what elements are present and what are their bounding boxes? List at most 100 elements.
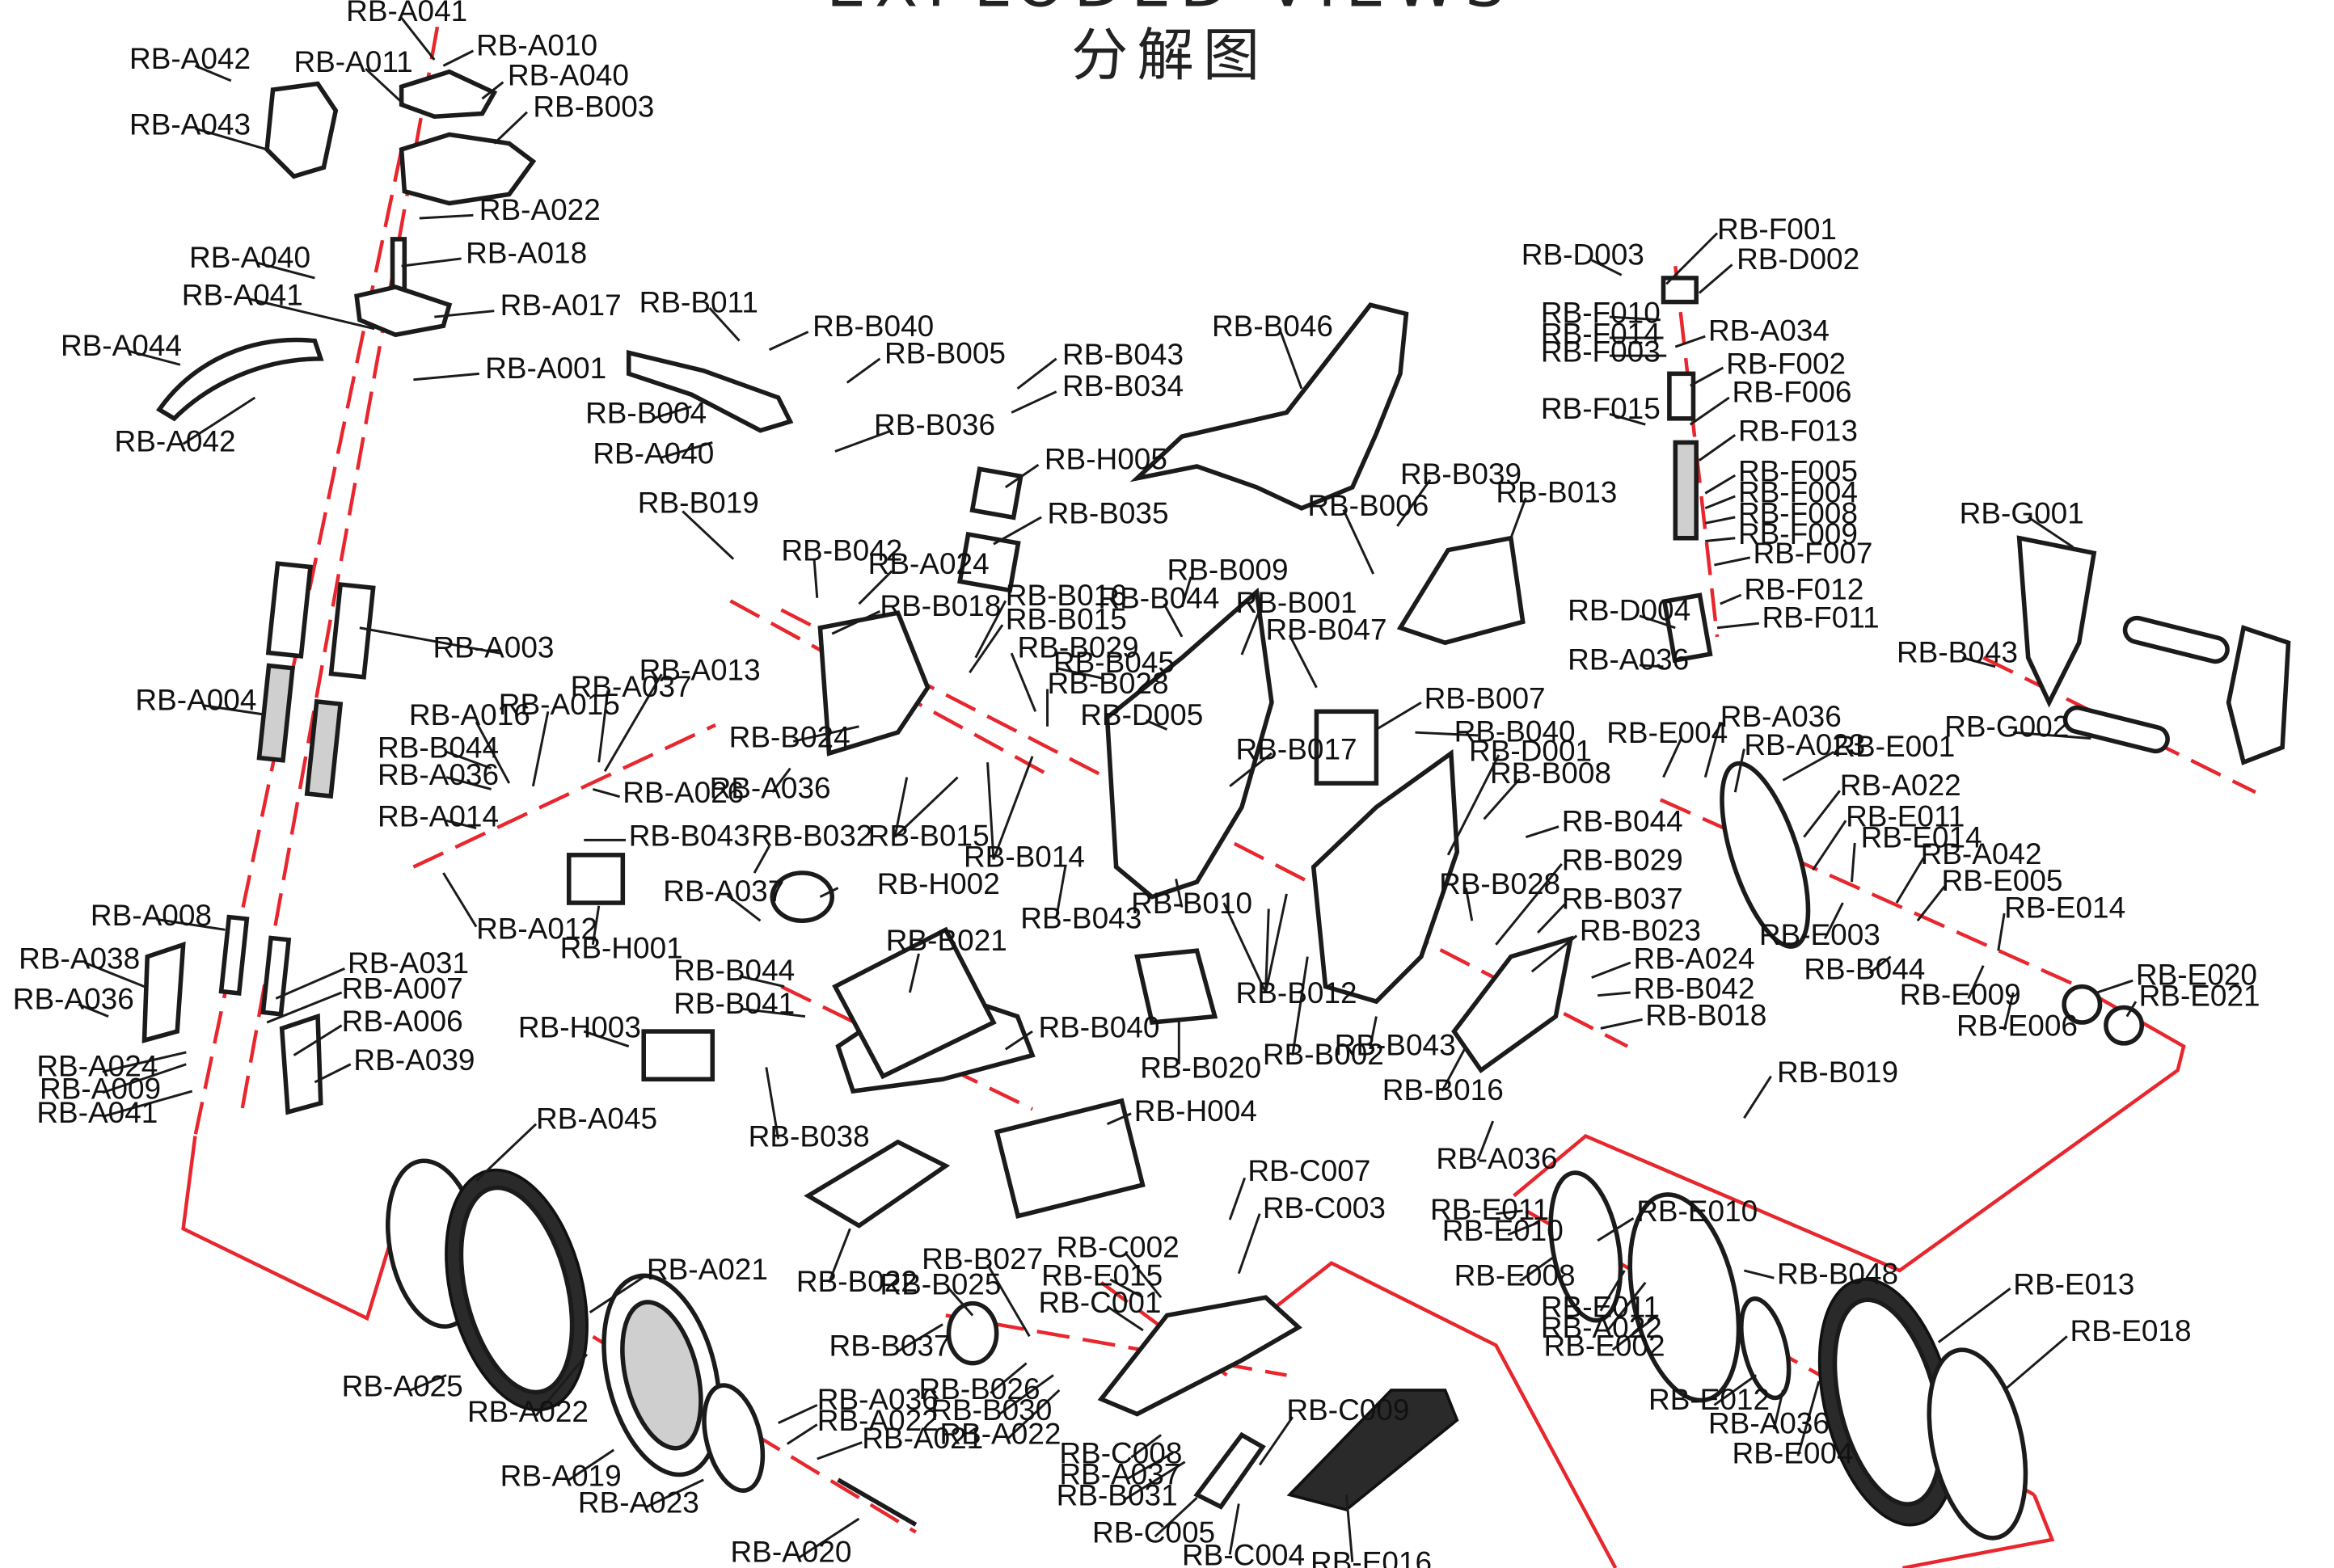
label-rb-a044: RB-A044 [61,329,182,362]
chain [1286,1389,1459,1511]
label-rb-f013: RB-F013 [1738,415,1858,448]
label-rb-b016: RB-B016 [1382,1073,1504,1106]
label-rb-a042: RB-A042 [115,425,236,458]
label-rb-a041: RB-A041 [346,0,467,27]
rear-rim [1627,1192,1741,1403]
label-rb-b029: RB-B029 [1018,631,1139,664]
rear-tire-insert [1927,1347,2028,1541]
label-rb-e018: RB-E018 [2070,1314,2192,1347]
label-rb-a022: RB-A022 [1541,1311,1662,1344]
front-fender [156,337,324,422]
chain-guide [1193,1431,1266,1510]
label-rb-e010: RB-E010 [1442,1214,1564,1247]
label-rb-h002: RB-H002 [877,867,1000,900]
label-rb-e014: RB-E014 [1861,821,1982,854]
label-rb-b002: RB-B002 [1263,1038,1384,1071]
label-rb-a037: RB-A037 [1059,1457,1180,1490]
number-plate [264,81,339,179]
label-rb-b043: RB-B043 [629,820,750,853]
label-rb-a037: RB-A037 [571,670,692,703]
label-rb-a013: RB-A013 [639,653,761,686]
label-rb-a037: RB-A037 [663,875,784,908]
gear-pair-left [2062,984,2103,1025]
label-rb-b012: RB-B012 [1236,976,1357,1010]
label-rb-b044: RB-B044 [378,731,499,765]
label-rb-a041: RB-A041 [36,1096,158,1129]
label-rb-b018: RB-B018 [1645,999,1766,1032]
label-rb-b024: RB-B024 [729,721,850,754]
rear-swing-frame [2016,535,2097,708]
label-rb-a007: RB-A007 [342,972,463,1005]
rear-brake-disc [1739,1296,1792,1401]
label-rb-c007: RB-C007 [1247,1154,1370,1187]
label-rb-a011: RB-A011 [293,45,412,78]
label-rb-a016: RB-A016 [409,698,530,731]
label-rb-f015: RB-F015 [1541,392,1661,425]
rear-stand-tube-lower [2062,705,2170,754]
left-fork-spring [256,663,296,763]
label-rb-b021: RB-B021 [886,924,1007,957]
label-rb-e008: RB-E008 [1454,1258,1576,1292]
frame-assembly [566,302,2291,1229]
label-rb-a038: RB-A038 [19,942,140,975]
label-rb-f005: RB-F005 [1738,455,1858,488]
label-rb-a024: RB-A024 [1634,942,1755,975]
esc-unit [641,1029,715,1082]
label-rb-b029: RB-B029 [1562,843,1683,876]
label-rb-a021: RB-A021 [862,1422,983,1455]
label-rb-b017: RB-B017 [1236,732,1357,765]
label-rb-b042: RB-B042 [781,534,902,567]
label-rb-a014: RB-A014 [378,800,499,833]
label-rb-a019: RB-A019 [500,1459,622,1492]
rear-sprocket [1720,761,1811,949]
label-rb-b041: RB-B041 [673,987,795,1020]
front-fork-assembly [141,69,794,1115]
label-rb-c001: RB-C001 [1038,1286,1161,1319]
label-rb-c005: RB-C005 [1092,1516,1215,1549]
label-rb-b016: RB-B016 [1006,579,1127,612]
rear-wheel-assembly [946,761,2145,1541]
label-rb-f011: RB-F011 [1762,601,1880,634]
label-rb-a036: RB-A036 [1568,643,1689,677]
rear-shock-assembly [1661,276,1713,664]
title-chinese: 分解图 [1071,22,1268,88]
label-rb-d001: RB-D001 [1469,734,1592,767]
label-rb-a036: RB-A036 [817,1383,939,1416]
label-rb-a036: RB-A036 [1708,1407,1830,1440]
label-rb-a021: RB-A021 [647,1253,768,1286]
shock-mount-plate [1134,948,1218,1025]
shock-lower-mount [1661,592,1713,664]
label-rb-a022: RB-A022 [939,1418,1061,1451]
label-rb-a020: RB-A020 [730,1536,851,1568]
label-rb-a040: RB-A040 [189,241,310,274]
label-rb-d005: RB-D005 [1080,698,1203,731]
label-rb-b007: RB-B007 [1424,682,1546,715]
label-rb-a041: RB-A041 [182,278,303,311]
label-rb-b036: RB-B036 [874,408,995,441]
label-rb-e005: RB-E005 [1941,864,2062,897]
label-rb-f010: RB-F010 [1541,296,1661,329]
label-rb-a017: RB-A017 [500,289,622,322]
label-rb-b045: RB-B045 [1053,646,1175,679]
label-rb-c003: RB-C003 [1263,1191,1386,1224]
label-rb-a015: RB-A015 [499,688,620,721]
label-rb-a036: RB-A036 [1436,1142,1557,1175]
gyro-case [957,531,1021,593]
right-frame-plate [1311,748,1460,1005]
label-rb-d002: RB-D002 [1737,242,1859,276]
label-rb-b026: RB-B026 [919,1372,1040,1406]
label-rb-a023: RB-A023 [578,1486,699,1520]
right-fork-lower [260,935,292,1017]
handlebar-mount [399,132,537,206]
label-rb-b044: RB-B044 [673,954,795,987]
fuel-tank-body [1129,302,1409,511]
label-rb-f009: RB-F009 [1738,517,1858,550]
label-rb-b034: RB-B034 [1062,369,1184,403]
label-rb-e020: RB-E020 [2136,959,2257,992]
label-rb-b019: RB-B019 [638,486,759,519]
gear-pair-right [2104,1005,2145,1046]
right-fork-guard [279,1013,323,1115]
shock-spring [1673,440,1699,541]
label-rb-b020: RB-B020 [1140,1051,1261,1084]
label-rb-c009: RB-C009 [1286,1393,1409,1427]
